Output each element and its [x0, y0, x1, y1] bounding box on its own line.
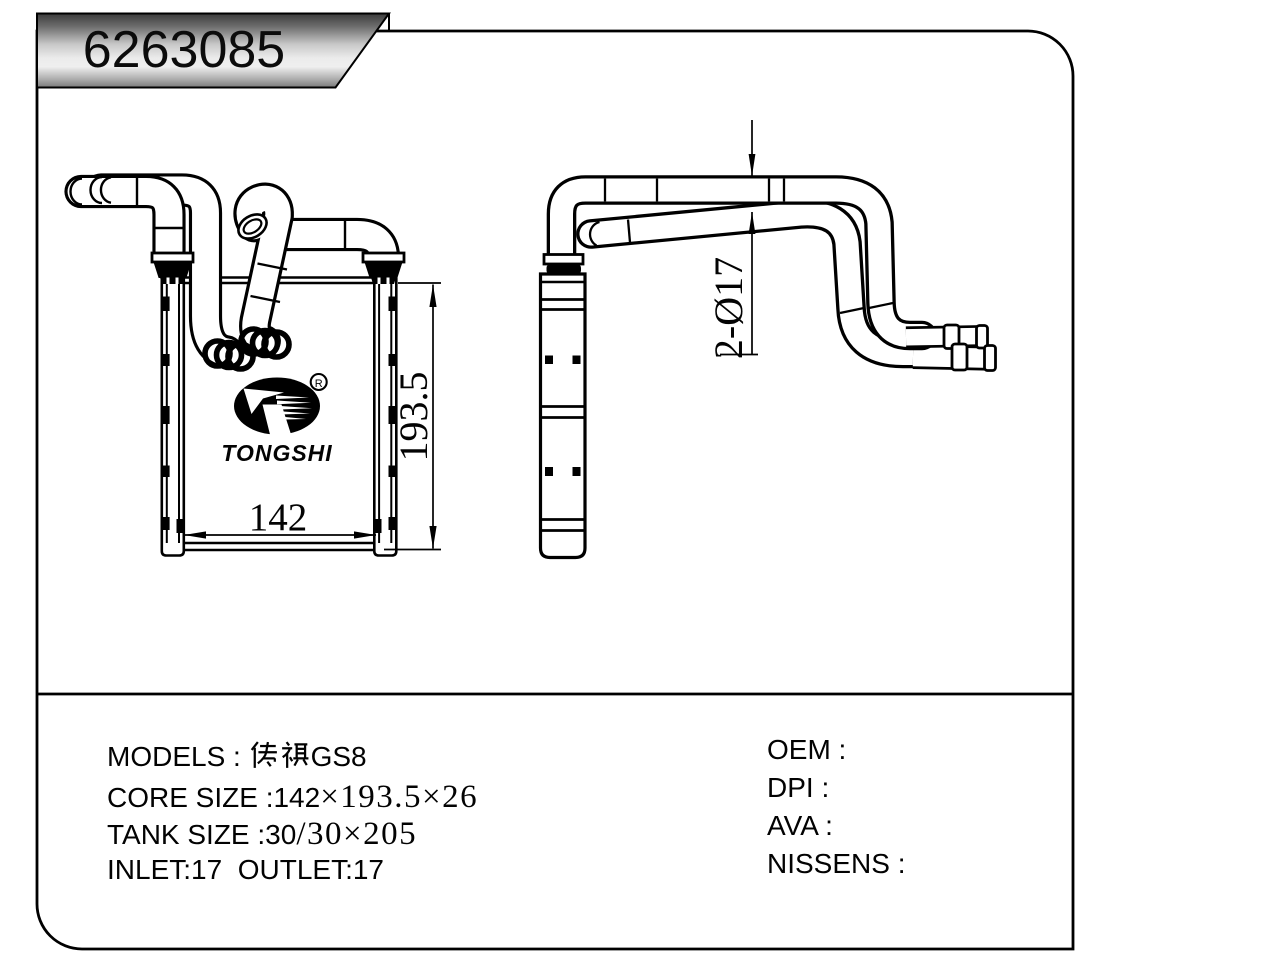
coil-end-right: [238, 326, 292, 360]
spec-line-nissens: NISSENS :: [767, 848, 905, 880]
spec-text: OEM :: [767, 734, 847, 765]
sheet-frame: [35, 29, 1075, 951]
spec-line-oem: OEM :: [767, 734, 846, 766]
dim-width: 142: [184, 496, 376, 539]
spec-line-ava: AVA :: [767, 810, 833, 842]
left-inlet-fitting: [150, 251, 195, 284]
front-view: R TONGSHI 142 193.5: [64, 173, 441, 557]
dim-pipe-label: 2-Ø17: [706, 257, 751, 359]
part-number: 6263085: [82, 21, 286, 79]
spec-text: DPI :: [767, 772, 830, 803]
spec-text: CORE SIZE :142: [107, 782, 321, 813]
side-tank-collar: [542, 253, 585, 266]
dim-height-label: 193.5: [391, 372, 436, 462]
dim-pipe-diameter: 2-Ø17: [706, 120, 758, 359]
logo-stem: [262, 404, 292, 439]
spec-cjk-char: [280, 741, 310, 769]
spec-line-tank-size: TANK SIZE :30/30×205: [107, 816, 417, 853]
brand-name: TONGSHI: [221, 440, 332, 466]
pipe-front-left: [64, 174, 186, 268]
spec-text: NISSENS :: [767, 848, 906, 879]
left-tank-rail: [160, 277, 186, 557]
spec-text: /30×205: [296, 816, 418, 852]
part-number-badge: [36, 12, 391, 89]
spec-text: TANK SIZE :30: [107, 819, 297, 850]
brand-logo: R TONGSHI: [221, 372, 332, 466]
pipe-stub-fittings: [942, 323, 997, 372]
side-tank-gasket: [546, 264, 581, 275]
registered-mark-circle: [309, 372, 328, 392]
registered-mark: R: [315, 378, 323, 390]
dim-width-label: 142: [249, 496, 308, 539]
right-inlet-fitting: [361, 251, 406, 284]
spec-text: INLET:17 OUTLET:17: [107, 854, 385, 885]
side-pipe-seams: [603, 178, 894, 315]
spec-text: AVA :: [767, 810, 833, 841]
side-pipe-lower: [576, 198, 989, 371]
spec-line-dpi: DPI :: [767, 772, 829, 804]
logo-swoosh: [243, 388, 284, 414]
side-tank: [538, 253, 587, 560]
pipe-hook: [233, 182, 294, 357]
spec-line-core-size: CORE SIZE :142×193.5×26: [107, 779, 478, 816]
dim-height: 193.5: [384, 282, 441, 551]
spec-cjk-char: [249, 741, 279, 769]
spec-line-models: MODELS : GS8: [107, 741, 367, 773]
spec-line-inlet-outlet: INLET:17 OUTLET:17: [107, 854, 384, 886]
pipe-rear-left: [84, 173, 244, 369]
side-view: 2-Ø17: [538, 120, 997, 560]
spec-text: ×193.5×26: [320, 779, 479, 815]
spec-text: MODELS :: [107, 741, 249, 772]
spec-text: GS8: [310, 741, 367, 772]
right-tank-rail: [373, 277, 398, 557]
